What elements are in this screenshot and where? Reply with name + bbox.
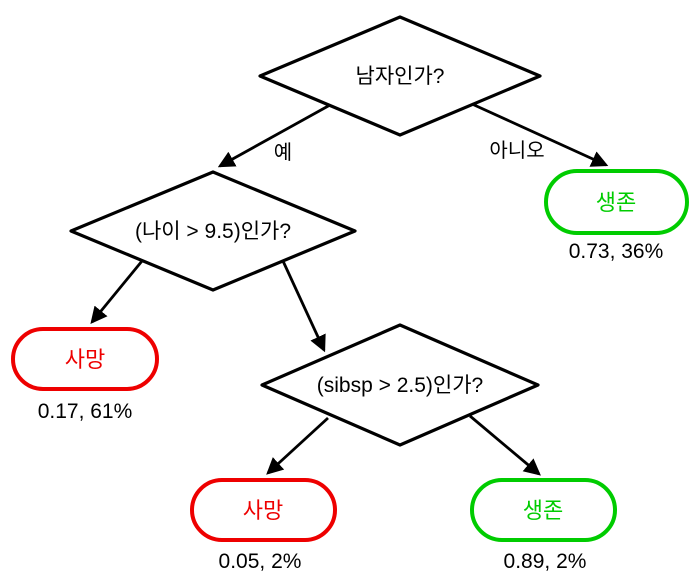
leaf-survived-female-stat: 0.73, 36% [569, 240, 664, 263]
edge-root-to-age [217, 103, 331, 168]
edge-sibsp-to-died-high-sibsp [266, 416, 329, 475]
node-age-diamond [69, 170, 357, 292]
edge-label-no: 아니오 [489, 139, 544, 162]
leaf-survived-low-sibsp-label: 생존 [523, 498, 563, 523]
edge-sibsp-to-survived-low-sibsp [469, 414, 541, 476]
node-sibsp-diamond [260, 323, 540, 447]
leaf-died-adult-male-box [11, 327, 159, 391]
edge-label-yes: 예 [274, 141, 292, 164]
edge-age-to-sibsp [281, 260, 326, 353]
leaf-died-high-sibsp-label: 사망 [243, 498, 283, 523]
node-sibsp-label: (sibsp > 2.5)인가? [317, 374, 483, 397]
leaf-survived-low-sibsp-stat: 0.89, 2% [504, 550, 587, 573]
node-age-label: (나이 > 9.5)인가? [135, 220, 291, 243]
leaf-died-high-sibsp-box [190, 478, 337, 542]
leaf-died-adult-male-stat: 0.17, 61% [38, 400, 133, 423]
leaf-died-high-sibsp-stat: 0.05, 2% [219, 550, 302, 573]
edge-root-to-survived-female [471, 102, 609, 167]
leaf-survived-female-box [544, 169, 689, 235]
leaf-survived-female-label: 생존 [596, 190, 636, 215]
leaf-survived-low-sibsp-box [470, 478, 617, 542]
edge-age-to-died-adult-male [90, 260, 144, 324]
node-root-label: 남자인가? [356, 65, 445, 88]
leaf-died-adult-male-label: 사망 [65, 347, 105, 372]
